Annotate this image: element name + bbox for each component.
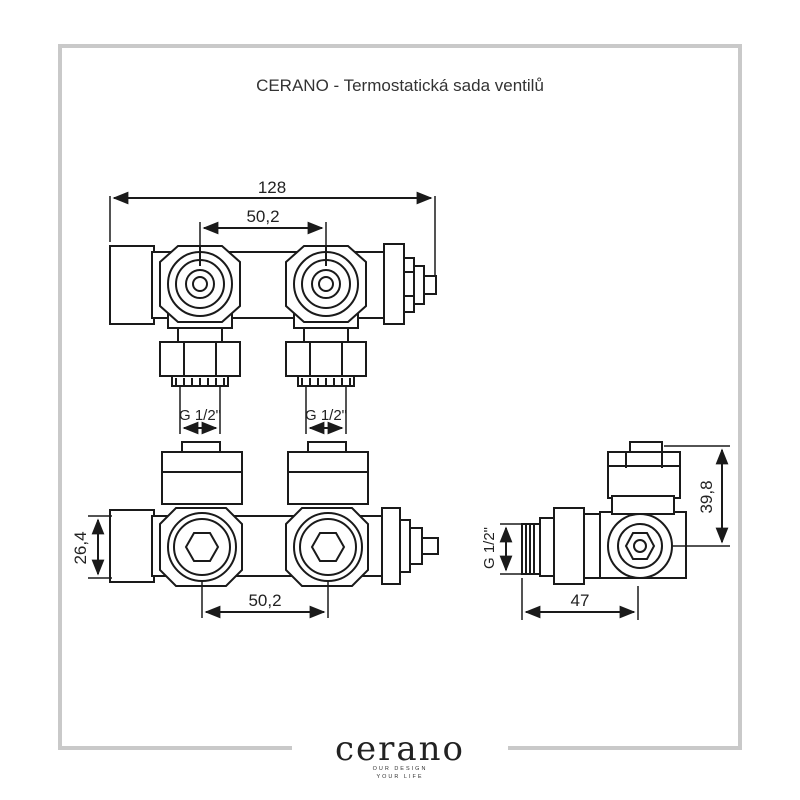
brand-tagline-2: YOUR LIFE xyxy=(376,774,423,780)
dim-label-thread-right: G 1/2" xyxy=(305,407,347,424)
dim-label-50-bottom: 50,2 xyxy=(248,591,281,610)
page-frame xyxy=(58,44,742,750)
dim-label-50-top: 50,2 xyxy=(246,207,279,226)
dim-label-47: 47 xyxy=(571,591,590,610)
dim-label-26-4: 26,4 xyxy=(71,531,90,564)
brand-tagline-1: OUR DESIGN xyxy=(373,766,428,772)
dim-label-128: 128 xyxy=(258,178,286,197)
dim-label-side-thread: G 1/2" xyxy=(481,527,498,569)
brand-logo: cerano xyxy=(335,729,465,769)
dim-label-thread-left: G 1/2" xyxy=(179,407,221,424)
diagram-title: CERANO - Termostatická sada ventilů xyxy=(256,76,544,95)
top-view xyxy=(109,191,437,435)
front-view xyxy=(88,441,439,619)
dim-label-39-8: 39,8 xyxy=(697,480,716,513)
side-view xyxy=(499,441,730,620)
